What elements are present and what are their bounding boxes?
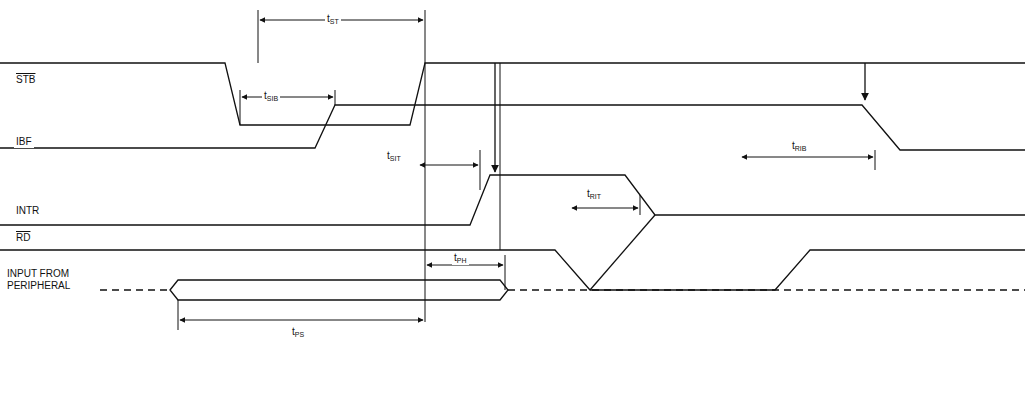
dimension-arrow (260, 20, 423, 21)
reference-line (500, 63, 501, 250)
rd-waveform (0, 250, 1025, 290)
signal-name: INPUT FROM PERIPHERAL (5, 268, 87, 291)
dimension-arrow (420, 165, 478, 166)
dimension-arrow (742, 157, 873, 158)
dimension-arrow (242, 97, 333, 98)
timing-label: tSIT (385, 150, 403, 163)
dimension-arrow (572, 208, 638, 209)
rd-intr-dependency (590, 215, 655, 290)
signal-name: STB (14, 74, 37, 86)
timing-label: tRIB (790, 140, 808, 153)
ibf-waveform (0, 105, 1025, 150)
timing-label: tST (325, 13, 341, 26)
rd-ibf-arrow (864, 63, 865, 100)
timing-label: tPS (290, 326, 306, 339)
dimension-arrow (180, 320, 423, 321)
bus-idle (100, 289, 1025, 290)
timing-label: tRIT (585, 188, 603, 201)
signal-name: RD (14, 232, 32, 244)
bus-valid (170, 280, 508, 300)
signal-name: IBF (14, 136, 34, 148)
timing-label: tSIB (262, 90, 280, 103)
timing-label: tPH (452, 252, 469, 265)
reference-line (178, 10, 875, 330)
stb-intr-arrow (494, 63, 495, 172)
signal-name: INTR (14, 205, 41, 217)
intr-waveform (0, 175, 1025, 225)
